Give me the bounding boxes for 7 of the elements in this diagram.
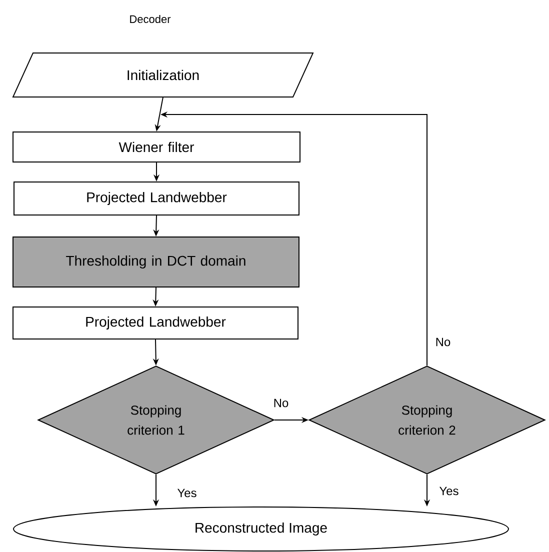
edge-label: Yes xyxy=(176,488,198,498)
heading: Decoder xyxy=(130,14,171,24)
edge-label: Yes xyxy=(438,486,460,496)
process-box: Wiener filter xyxy=(12,132,300,162)
process-box: Projected Landwebber xyxy=(12,306,298,340)
process-box: Projected Landwebber xyxy=(14,182,300,216)
process-box: Thresholding in DCT domain xyxy=(12,236,300,288)
